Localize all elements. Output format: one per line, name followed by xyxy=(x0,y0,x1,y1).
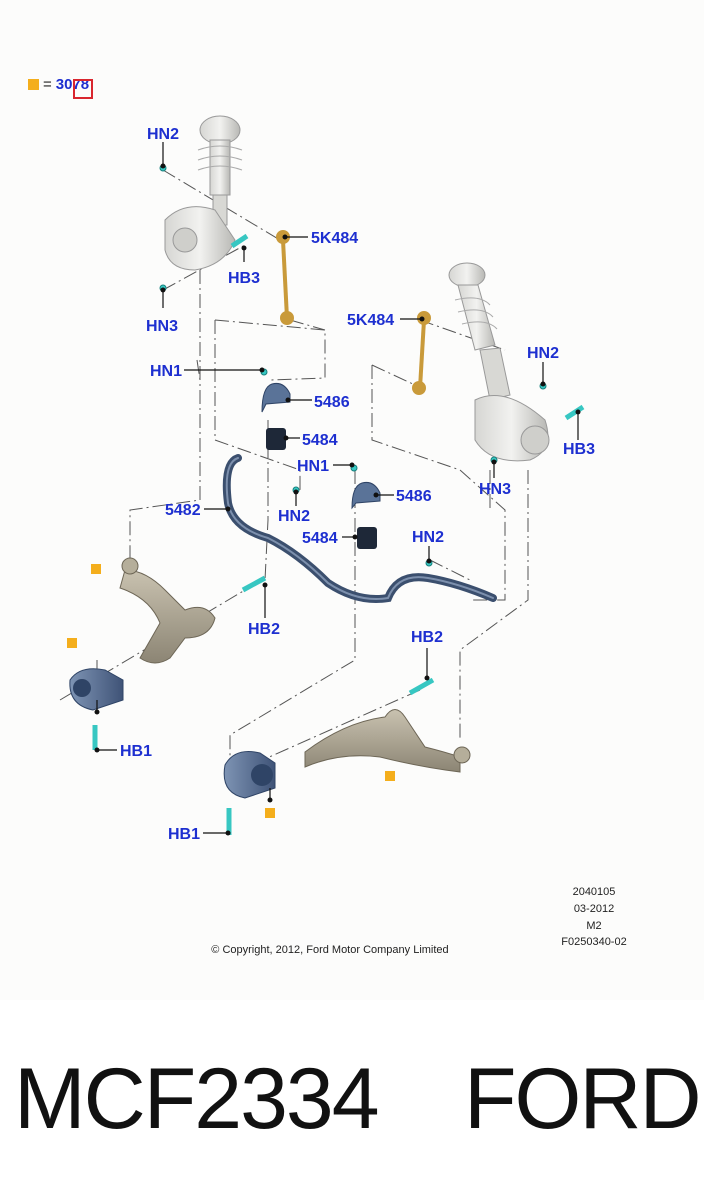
bolt-hb2-right xyxy=(408,677,435,696)
label-hn2-mid[interactable]: HN2 xyxy=(278,508,310,525)
label-5482[interactable]: 5482 xyxy=(165,502,201,519)
left-strut-assembly xyxy=(164,115,243,271)
bolt-hb3-left xyxy=(230,233,249,249)
highlight-box xyxy=(73,79,93,99)
part-labels: HN2 5K484 HB3 HN3 5K484 HN2 HB3 HN3 HN1 … xyxy=(120,126,595,843)
leader-lines xyxy=(96,142,579,834)
exploded-view-svg: HN2 5K484 HB3 HN3 5K484 HN2 HB3 HN3 HN1 … xyxy=(59,115,627,956)
label-hn2-top[interactable]: HN2 xyxy=(147,126,179,143)
copyright-text: © Copyright, 2012, Ford Motor Company Li… xyxy=(211,944,448,956)
label-hb2-right[interactable]: HB2 xyxy=(411,629,443,646)
label-5486-right[interactable]: 5486 xyxy=(396,488,432,505)
label-5486-left[interactable]: 5486 xyxy=(314,394,350,411)
stabilizer-links xyxy=(276,230,431,395)
label-5k484-left[interactable]: 5K484 xyxy=(311,230,358,247)
meta-line-2: 03-2012 xyxy=(574,903,614,915)
label-hn1-right[interactable]: HN1 xyxy=(297,458,329,475)
label-hn2-right[interactable]: HN2 xyxy=(527,345,559,362)
right-lower-arm xyxy=(223,709,471,799)
label-5484-right[interactable]: 5484 xyxy=(302,530,338,547)
marker-square xyxy=(91,564,101,574)
right-strut-assembly xyxy=(448,262,550,462)
bolt-hb3-right xyxy=(564,404,585,421)
part-number: MCF2334 xyxy=(14,1051,380,1147)
legend-equals: = xyxy=(43,76,52,93)
assembly-lines xyxy=(59,169,529,771)
marker-square xyxy=(67,638,77,648)
meta-line-3: M2 xyxy=(586,920,601,932)
bolt-hb2-left xyxy=(241,575,267,593)
left-lower-arm xyxy=(69,557,216,711)
brand-name: FORD xyxy=(464,1051,702,1147)
label-hn2-bar[interactable]: HN2 xyxy=(412,529,444,546)
label-hn3-left[interactable]: HN3 xyxy=(146,318,178,335)
label-hb3-left[interactable]: HB3 xyxy=(228,270,260,287)
orange-markers xyxy=(67,564,395,818)
label-hb1-left[interactable]: HB1 xyxy=(120,743,152,760)
parts-diagram: HN2 5K484 HB3 HN3 5K484 HN2 HB3 HN3 HN1 … xyxy=(28,76,627,956)
label-hn1-left[interactable]: HN1 xyxy=(150,363,182,380)
leader-dots xyxy=(94,163,581,836)
legend-marker-square xyxy=(28,79,39,90)
drawing-metadata: 2040105 03-2012 M2 F0250340-02 © Copyrig… xyxy=(211,886,626,956)
marker-square xyxy=(385,771,395,781)
label-hn3-right[interactable]: HN3 xyxy=(479,481,511,498)
label-5484-left[interactable]: 5484 xyxy=(302,432,338,449)
label-hb2-left[interactable]: HB2 xyxy=(248,621,280,638)
legend: = 3078 xyxy=(28,76,93,99)
stabilizer-bar xyxy=(222,454,497,603)
label-hb1-right[interactable]: HB1 xyxy=(168,826,200,843)
label-5k484-right[interactable]: 5K484 xyxy=(347,312,394,329)
marker-square xyxy=(265,808,275,818)
label-hb3-right[interactable]: HB3 xyxy=(563,441,595,458)
meta-line-4: F0250340-02 xyxy=(561,936,626,948)
meta-line-1: 2040105 xyxy=(573,886,616,898)
bar-bushings xyxy=(261,383,381,549)
